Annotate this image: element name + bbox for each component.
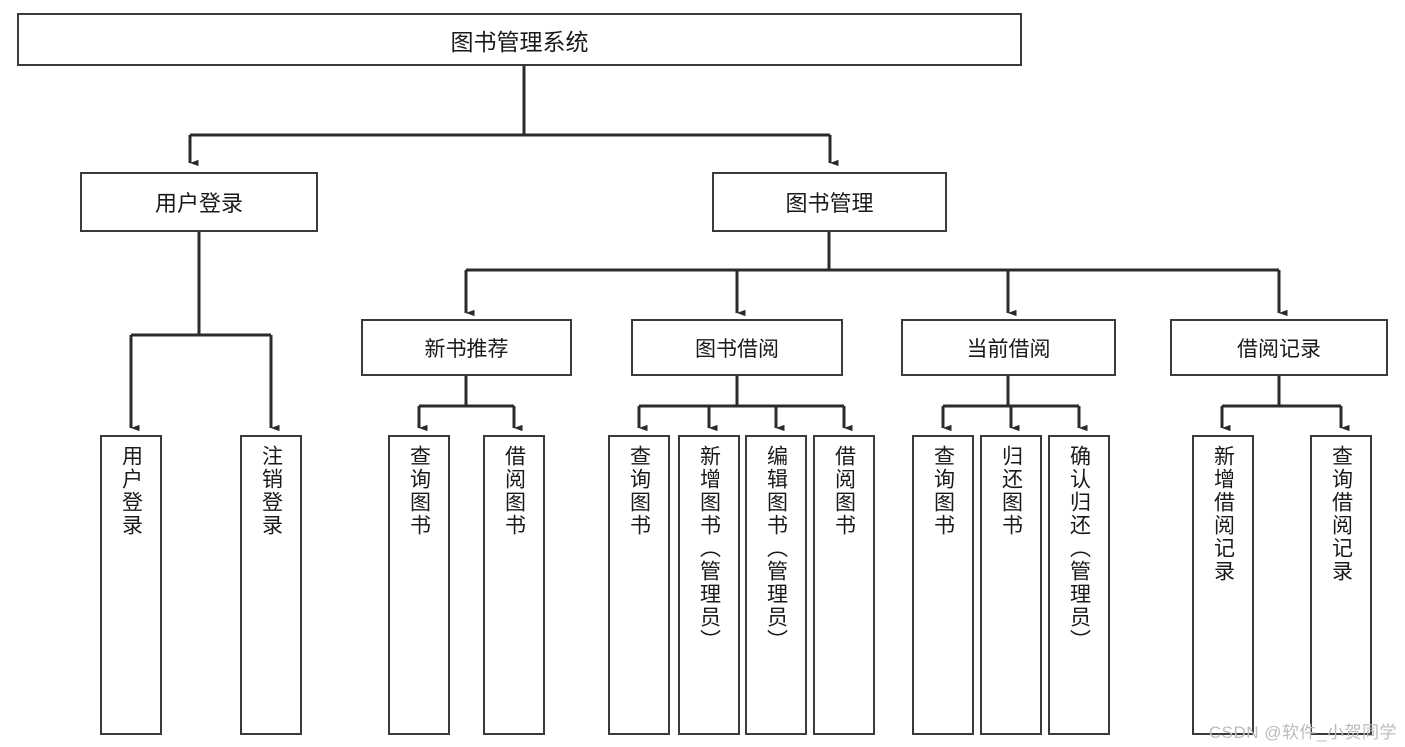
node-borrow-record[interactable]: 借阅记录 — [1170, 319, 1388, 376]
node-label: 新书推荐 — [424, 337, 509, 361]
node-label: 用户登录 — [119, 445, 143, 537]
node-label: 借阅图书 — [502, 445, 526, 537]
node-label: 图书借阅 — [695, 337, 779, 361]
node-label: 归还图书 — [999, 445, 1023, 537]
leaf-recommend-query-book[interactable]: 查询图书 — [388, 435, 450, 735]
leaf-record-query[interactable]: 查询借阅记录 — [1310, 435, 1372, 735]
leaf-current-confirm-return[interactable]: 确认归还（管理员） — [1048, 435, 1110, 735]
node-label: 图书管理系统 — [450, 28, 589, 55]
leaf-user-login[interactable]: 用户登录 — [100, 435, 162, 735]
node-label: 图书管理 — [785, 191, 874, 216]
leaf-current-query-book[interactable]: 查询图书 — [912, 435, 974, 735]
node-label: 查询借阅记录 — [1329, 445, 1353, 583]
node-label: 借阅记录 — [1237, 337, 1321, 361]
leaf-user-logout[interactable]: 注销登录 — [240, 435, 302, 735]
node-label: 用户登录 — [154, 191, 243, 216]
node-new-book-recommend[interactable]: 新书推荐 — [361, 319, 572, 376]
node-current-borrow[interactable]: 当前借阅 — [901, 319, 1116, 376]
node-label: 查询图书 — [407, 445, 431, 537]
node-label: 查询图书 — [627, 445, 651, 537]
node-book-management[interactable]: 图书管理 — [712, 172, 947, 232]
node-label: 新增图书（管理员） — [697, 445, 721, 652]
leaf-record-add[interactable]: 新增借阅记录 — [1192, 435, 1254, 735]
leaf-current-return-book[interactable]: 归还图书 — [980, 435, 1042, 735]
node-label: 确认归还（管理员） — [1067, 445, 1091, 652]
node-user-login[interactable]: 用户登录 — [80, 172, 318, 232]
node-label: 新增借阅记录 — [1211, 445, 1235, 583]
leaf-borrow-add-book[interactable]: 新增图书（管理员） — [678, 435, 740, 735]
node-label: 注销登录 — [259, 445, 283, 537]
node-label: 当前借阅 — [966, 337, 1051, 361]
leaf-borrow-borrow-book[interactable]: 借阅图书 — [813, 435, 875, 735]
node-label: 查询图书 — [931, 445, 955, 537]
leaf-borrow-query-book[interactable]: 查询图书 — [608, 435, 670, 735]
node-book-borrow[interactable]: 图书借阅 — [631, 319, 843, 376]
watermark: CSDN @软件_小贺同学 — [1208, 723, 1397, 742]
node-label: 借阅图书 — [832, 445, 856, 537]
node-label: 编辑图书（管理员） — [764, 445, 788, 652]
node-root-system[interactable]: 图书管理系统 — [17, 13, 1022, 66]
leaf-recommend-borrow-book[interactable]: 借阅图书 — [483, 435, 545, 735]
leaf-borrow-edit-book[interactable]: 编辑图书（管理员） — [745, 435, 807, 735]
